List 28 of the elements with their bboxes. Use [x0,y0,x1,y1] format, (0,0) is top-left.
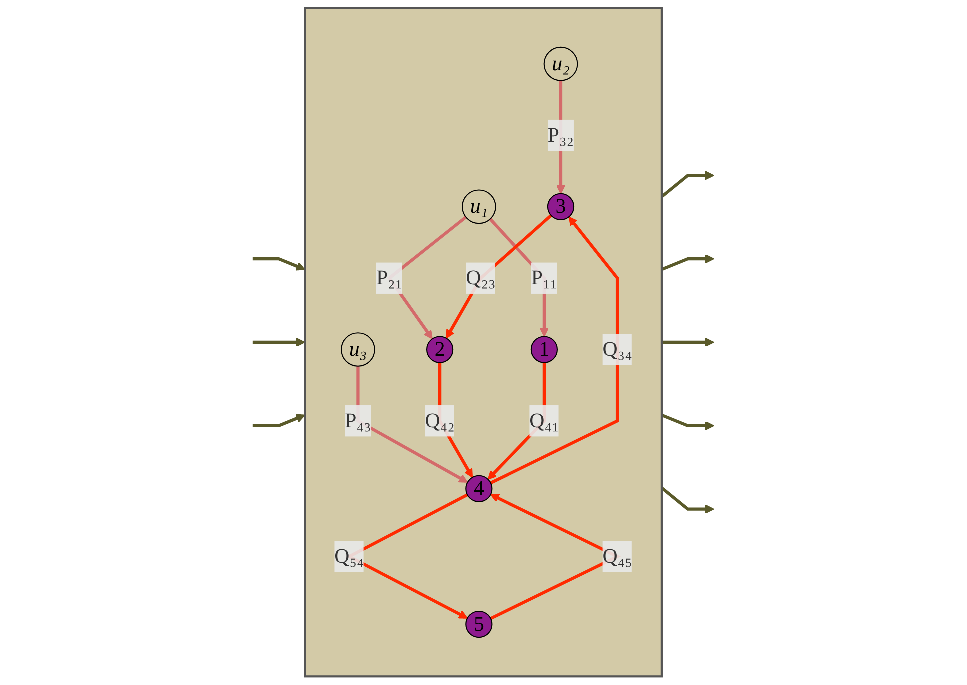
node-circle: 4 [466,475,493,502]
edge-label: P₃₂ [548,124,574,147]
cluster [304,7,663,678]
node-circle: u₂ [544,46,578,82]
arrow [356,366,468,483]
edge-label: Q₄₂ [425,410,455,433]
node-circle: 3 [547,193,575,220]
node-circle: 5 [466,610,493,638]
arrow [661,414,714,431]
arrow [661,254,714,272]
arrow [252,258,306,271]
edge-label: Q₄₅ [602,545,632,568]
arrow [660,171,714,198]
arrow [660,486,714,514]
node-circle: u₁ [462,190,496,224]
node-circle: u₃ [341,332,376,367]
edge-label: Q₅₄ [334,545,364,568]
edge-label: Q₃₄ [602,338,632,362]
arrow [662,338,714,348]
edge-label: Q₄₁ [530,410,560,433]
edge-label: P₄₃ [345,410,372,433]
edge-label: P₂₁ [376,266,403,290]
edge-label: P₁₁ [531,266,558,290]
node-circle: 2 [426,336,454,364]
arrow [252,338,306,348]
node-circle: 1 [530,336,558,364]
edge-label: Q₂₃ [466,266,496,290]
arrow [252,414,306,428]
